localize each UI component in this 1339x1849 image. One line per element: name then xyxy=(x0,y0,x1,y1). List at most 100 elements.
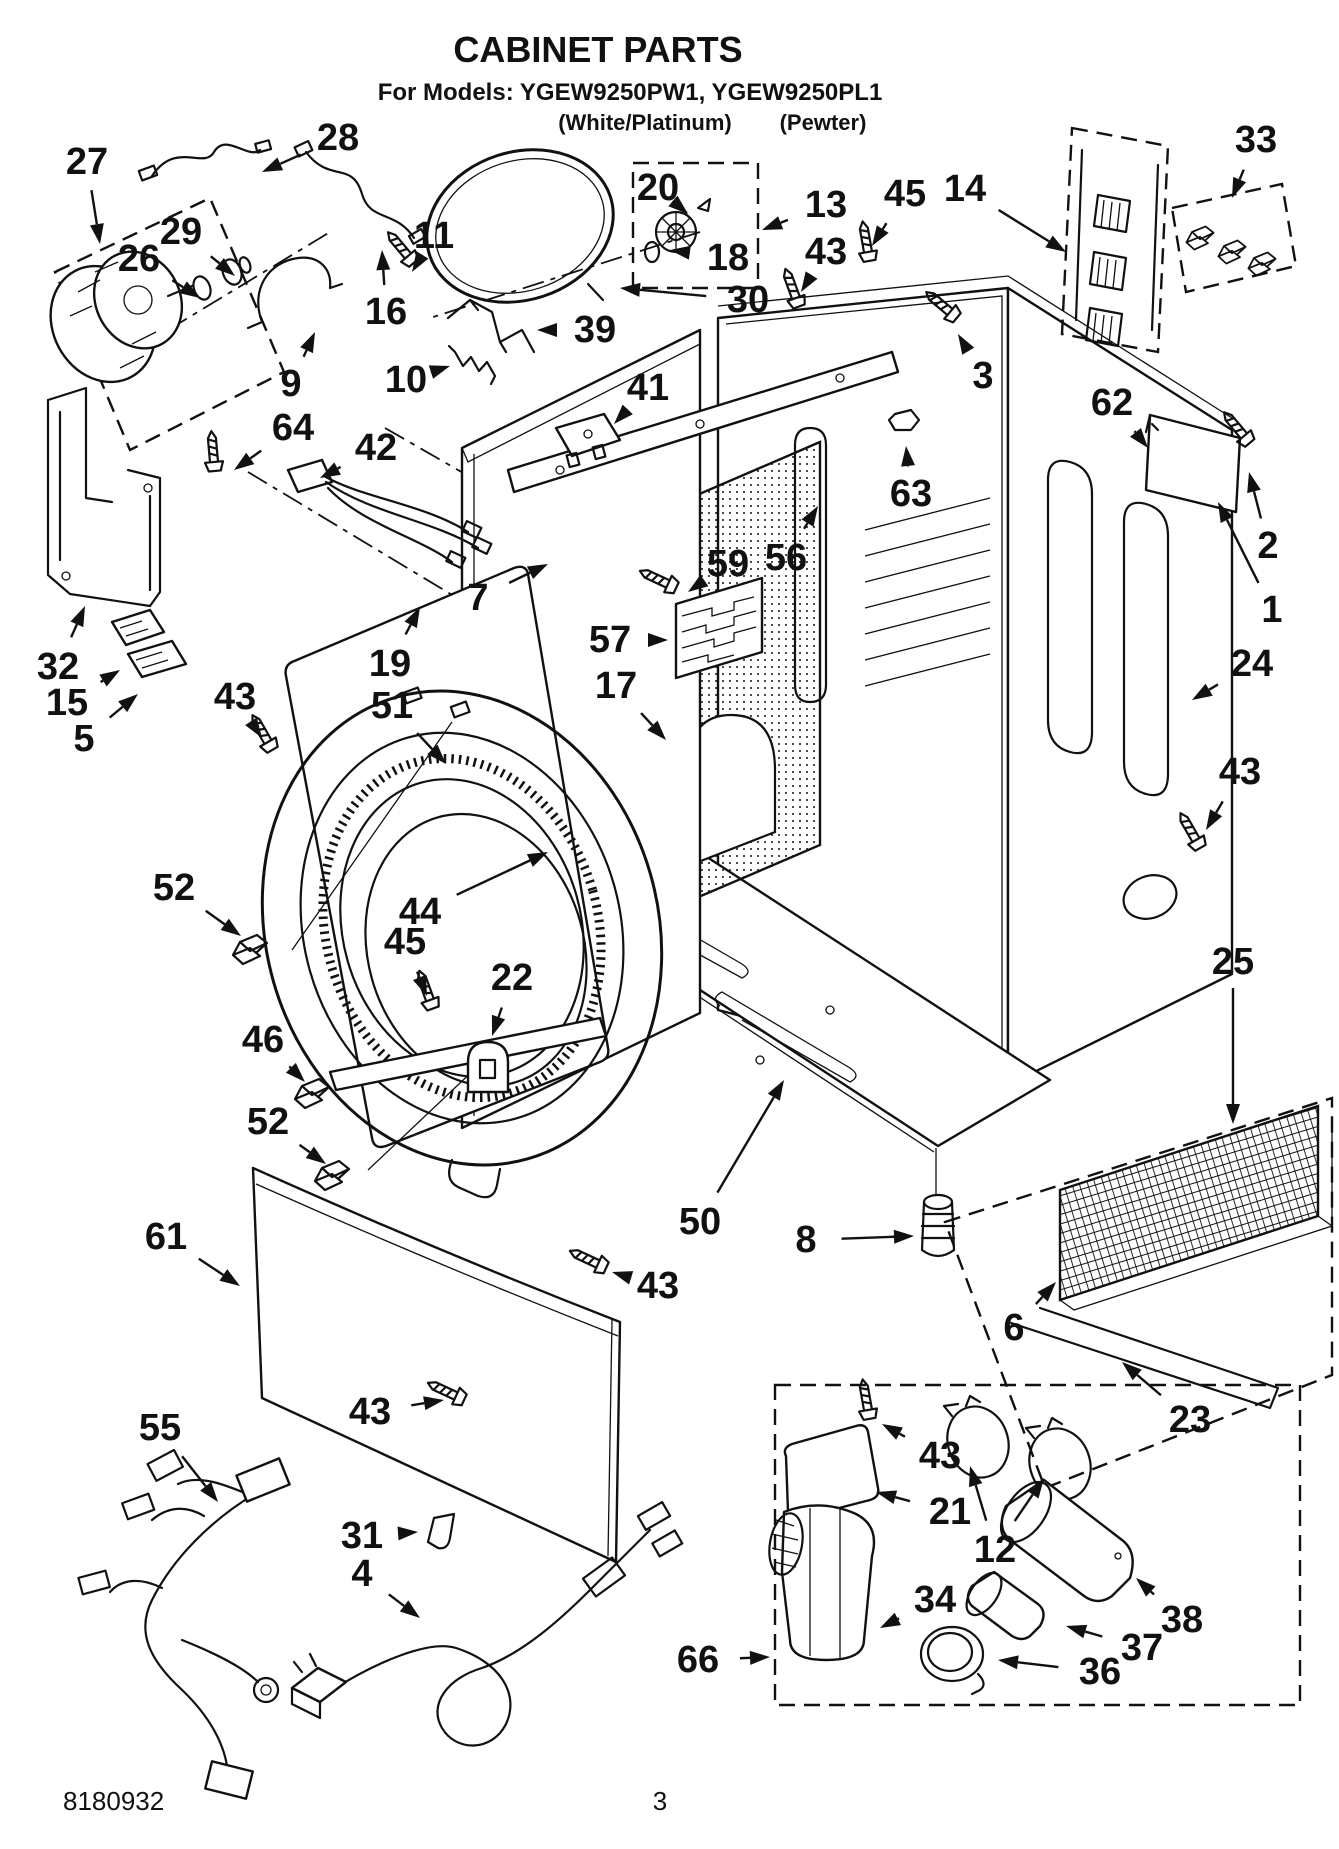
leader-line xyxy=(108,705,124,719)
part-number-7: 7 xyxy=(467,577,488,619)
cord-clip-31 xyxy=(426,1512,456,1550)
leader-line xyxy=(1133,430,1137,434)
callout-46: 46 xyxy=(242,1019,305,1082)
part-number-43d: 43 xyxy=(349,1391,391,1433)
part-number-43c: 43 xyxy=(1219,751,1261,793)
arrow-head-icon xyxy=(1136,1578,1156,1597)
callout-24: 24 xyxy=(1192,643,1273,700)
leveling-foot xyxy=(920,1193,956,1258)
part-number-4: 4 xyxy=(351,1553,372,1595)
leader-line xyxy=(716,1096,775,1194)
arrow-head-icon xyxy=(801,271,818,292)
arrow-head-icon xyxy=(670,245,691,260)
callout-13: 13 xyxy=(762,184,847,230)
part-number-11: 11 xyxy=(414,215,454,257)
part-number-50: 50 xyxy=(679,1201,721,1243)
arrow-head-icon xyxy=(614,404,633,424)
callout-34: 34 xyxy=(880,1579,956,1628)
idler-pulley-box xyxy=(631,161,760,290)
clip-52a xyxy=(231,933,269,966)
arrow-head-icon xyxy=(1026,1478,1044,1499)
callout-57: 57 xyxy=(589,619,668,661)
part-number-55: 55 xyxy=(139,1407,181,1449)
callout-32: 32 xyxy=(37,606,85,688)
part-number-34: 34 xyxy=(914,1579,956,1621)
callout-28: 28 xyxy=(262,117,359,172)
leader-line xyxy=(1013,1493,1034,1522)
callout-43e: 43 xyxy=(612,1265,679,1307)
arrow-head-icon xyxy=(620,282,641,297)
callout-20: 20 xyxy=(637,167,688,214)
arrow-head-icon xyxy=(245,717,262,738)
leader-line xyxy=(249,449,262,460)
arrow-head-icon xyxy=(1206,809,1223,830)
arrow-head-icon xyxy=(1037,1282,1056,1302)
leader-line xyxy=(70,623,79,638)
arrow-head-icon xyxy=(1226,1104,1240,1124)
leader-line xyxy=(302,349,308,358)
part-number-17: 17 xyxy=(595,665,637,707)
arrow-head-icon xyxy=(968,1466,983,1488)
callout-10: 10 xyxy=(385,359,450,401)
callout-15: 15 xyxy=(46,670,120,724)
part-number-14: 14 xyxy=(944,168,986,210)
callout-39: 39 xyxy=(537,309,616,351)
leader-line xyxy=(997,208,1050,243)
leader-line xyxy=(210,255,221,265)
part-number-16: 16 xyxy=(365,291,407,333)
callout-4: 4 xyxy=(351,1553,420,1618)
door-latch xyxy=(466,1040,510,1094)
leader-line xyxy=(1149,1590,1155,1596)
callout-62: 62 xyxy=(1091,382,1148,448)
part-number-9: 9 xyxy=(280,363,301,405)
callout-16: 16 xyxy=(365,250,407,333)
leader-line xyxy=(288,1065,292,1069)
switch-41 xyxy=(554,412,622,469)
callout-9: 9 xyxy=(280,332,315,405)
arrow-head-icon xyxy=(262,157,284,172)
leader-line xyxy=(456,859,531,896)
door-outer-panel xyxy=(284,565,610,1149)
callout-44: 44 xyxy=(399,852,548,933)
leader-line xyxy=(1208,683,1219,691)
callout-51: 51 xyxy=(371,685,446,764)
callout-61: 61 xyxy=(145,1216,240,1286)
terminal-cover xyxy=(1144,413,1242,514)
idler-bracket xyxy=(446,298,536,354)
leader-line xyxy=(640,712,654,727)
callout-7: 7 xyxy=(467,564,548,619)
finish-left-label: (White/Platinum) xyxy=(558,110,732,135)
part-number-57: 57 xyxy=(589,619,631,661)
clip-46 xyxy=(293,1077,331,1110)
leader-line xyxy=(404,624,412,635)
arrow-head-icon xyxy=(526,852,548,867)
part-number-18: 18 xyxy=(707,237,749,279)
clip-52b xyxy=(313,1159,351,1192)
part-number-61: 61 xyxy=(145,1216,187,1258)
part-number-28: 28 xyxy=(317,117,359,159)
callout-42: 42 xyxy=(320,427,397,478)
callout-59: 59 xyxy=(688,543,749,592)
part-number-64: 64 xyxy=(272,407,314,449)
arrow-head-icon xyxy=(767,1080,784,1101)
info-label-plate xyxy=(674,576,764,680)
leader-line xyxy=(802,522,809,530)
arrow-head-icon xyxy=(200,1481,218,1502)
arrow-head-icon xyxy=(876,1490,898,1504)
callout-25: 25 xyxy=(1212,941,1254,1124)
callout-30: 30 xyxy=(620,279,769,321)
part-number-15: 15 xyxy=(46,682,88,724)
part-number-2: 2 xyxy=(1257,525,1278,567)
callout-55: 55 xyxy=(139,1407,218,1502)
leader-line xyxy=(298,1143,311,1154)
leader-line xyxy=(1238,169,1245,180)
leader-line xyxy=(1136,1374,1162,1397)
arrow-head-icon xyxy=(219,1269,240,1286)
arrow-head-icon xyxy=(1232,176,1247,198)
arrow-head-icon xyxy=(958,334,975,355)
door-opening xyxy=(364,812,588,1088)
callout-17: 17 xyxy=(595,665,666,740)
arrow-head-icon xyxy=(89,223,104,244)
wire-harness-42 xyxy=(286,458,493,569)
lint-wire xyxy=(1006,1306,1280,1410)
